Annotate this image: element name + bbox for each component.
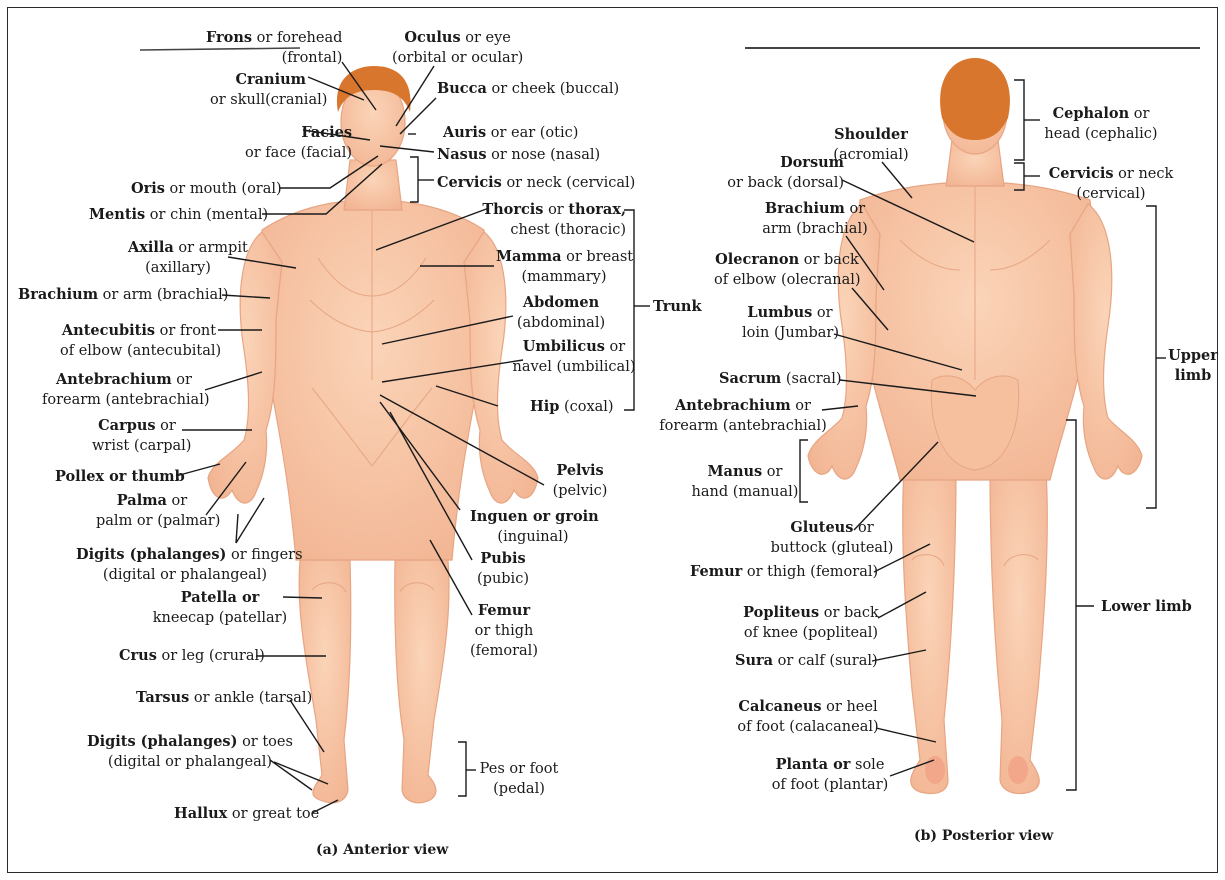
label-nasus: Nasus or nose (nasal): [437, 145, 600, 165]
label-oculus: Oculus or eye(orbital or ocular): [392, 28, 523, 68]
label-cervicis: Cervicis or neck (cervical): [437, 173, 635, 193]
posterior-heel-highlight-right: [1008, 756, 1028, 784]
caption-anterior-view: (a) Anterior view: [316, 842, 448, 858]
label-abdomen: Abdomen(abdominal): [514, 293, 608, 333]
label-posterior-cervicis: Cervicis or neck(cervical): [1042, 164, 1180, 204]
label-pollex: Pollex or thumb: [55, 467, 185, 487]
label-frons: Frons or forehead(frontal): [206, 28, 342, 68]
label-pubis: Pubis(pubic): [472, 549, 534, 589]
posterior-heel-highlight: [925, 756, 945, 784]
label-brachium: Brachium or arm (brachial): [18, 285, 228, 305]
label-digits-hand: Digits (phalanges) or fingers(digital or…: [76, 545, 294, 585]
caption-posterior-view: (b) Posterior view: [914, 828, 1053, 844]
label-pelvis: Pelvis(pelvic): [546, 461, 614, 501]
label-thorcis: Thorcis or thorax,chest (thoracic): [470, 200, 626, 240]
label-oris: Oris or mouth (oral): [131, 179, 282, 199]
label-hallux: Hallux or great toe: [174, 804, 319, 824]
label-lower-limb: Lower limb: [1101, 597, 1192, 617]
label-mentis: Mentis or chin (mental): [89, 205, 268, 225]
label-sura: Sura or calf (sural): [735, 651, 878, 671]
label-tarsus: Tarsus or ankle (tarsal): [136, 688, 312, 708]
label-bucca: Bucca or cheek (buccal): [437, 79, 619, 99]
label-inguen: Inguen or groin(inguinal): [470, 507, 596, 547]
label-auris: Auris or ear (otic): [443, 123, 578, 143]
label-digits-foot: Digits (phalanges) or toes(digital or ph…: [84, 732, 296, 772]
posterior-hair: [940, 58, 1010, 140]
label-axilla: Axilla or armpit(axillary): [128, 238, 228, 278]
label-sacrum: Sacrum (sacral): [719, 369, 842, 389]
label-posterior-femur: Femur or thigh (femoral): [690, 562, 878, 582]
label-hip: Hip (coxal): [530, 397, 614, 417]
label-trunk: Trunk: [653, 297, 702, 317]
label-mamma: Mamma or breast(mammary): [496, 247, 632, 287]
label-crus: Crus or leg (crural): [119, 646, 265, 666]
label-pes: Pes or foot(pedal): [476, 759, 562, 799]
